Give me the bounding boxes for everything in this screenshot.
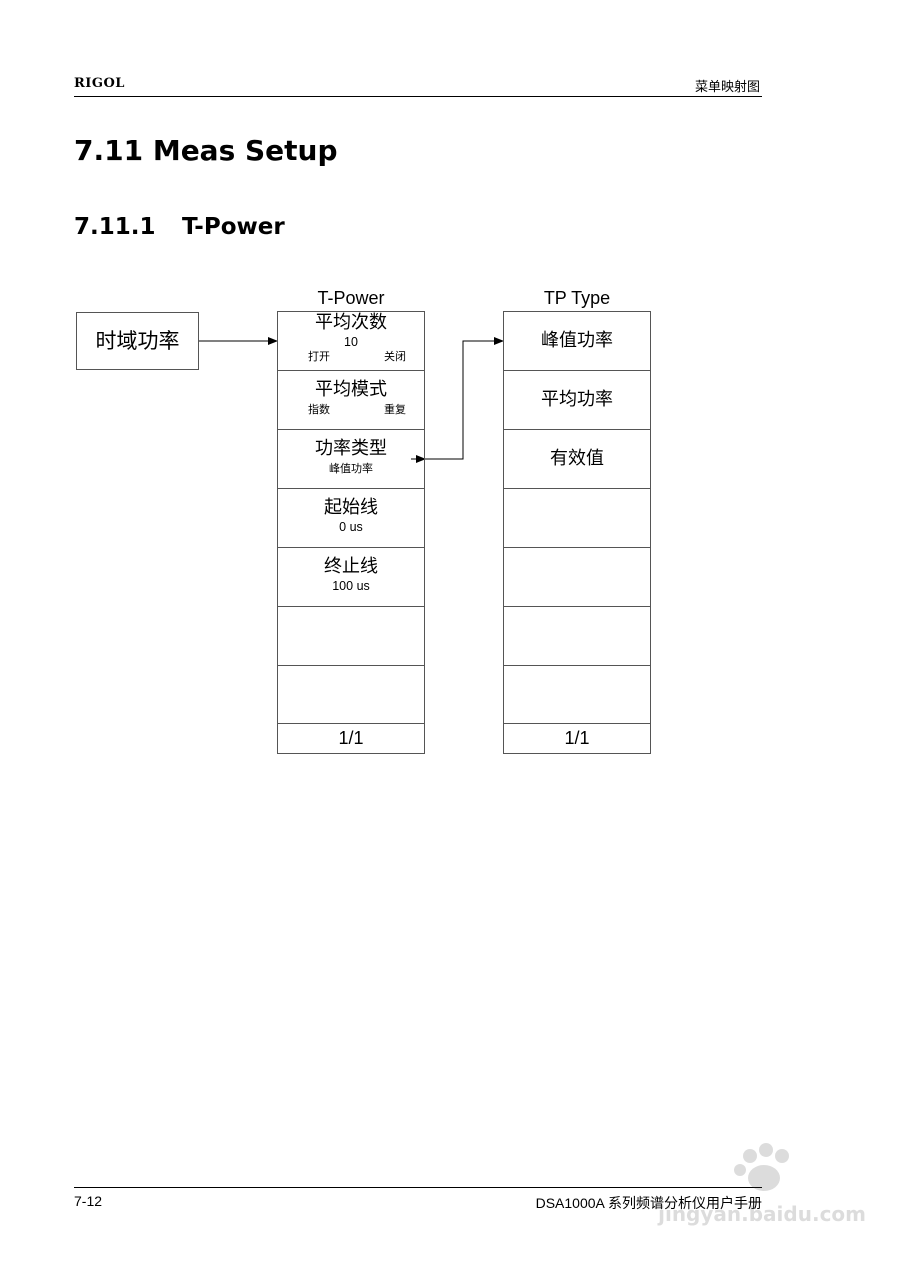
menu-item-empty bbox=[504, 548, 650, 607]
baidu-watermark: jingyan.baidu.com bbox=[640, 1142, 866, 1252]
entry-key-box: 时域功率 bbox=[76, 312, 199, 370]
connector-arrows bbox=[199, 337, 504, 463]
header-rule bbox=[74, 96, 762, 97]
tptype-page-indicator: 1/1 bbox=[564, 728, 590, 748]
menu-item-empty bbox=[504, 489, 650, 548]
footer-manual-title: DSA1000A 系列频谱分析仪用户手册 bbox=[535, 1195, 762, 1211]
menu-item-stop-line[interactable]: 终止线 100 us bbox=[278, 548, 424, 607]
menu-item-empty bbox=[504, 607, 650, 666]
menu-item-start-line[interactable]: 起始线 0 us bbox=[278, 489, 424, 548]
subsection-title: 7.11.1 T-Power bbox=[74, 214, 285, 240]
tpower-menu: 平均次数 10 打开关闭 平均模式 指数重复 功率类型 峰值功率 起始线 0 u… bbox=[277, 311, 425, 754]
type-arrow bbox=[425, 337, 504, 460]
menu-item-average-count[interactable]: 平均次数 10 打开关闭 bbox=[278, 312, 424, 371]
menu-item-power-type[interactable]: 功率类型 峰值功率 bbox=[278, 430, 424, 489]
tpower-page-indicator: 1/1 bbox=[338, 728, 364, 748]
menu-item-rms[interactable]: 有效值 bbox=[504, 430, 650, 489]
subsection-number: 7.11.1 bbox=[74, 214, 156, 240]
section-title: 7.11 Meas Setup bbox=[74, 134, 338, 167]
menu-item-empty bbox=[278, 666, 424, 724]
footer-rule bbox=[74, 1187, 762, 1188]
watermark-site: jingyan.baidu.com bbox=[658, 1202, 866, 1226]
tptype-menu: 峰值功率 平均功率 有效值 1/1 bbox=[503, 311, 651, 754]
header-section: 菜单映射图 bbox=[694, 80, 760, 95]
menu-item-empty bbox=[278, 607, 424, 666]
paw-logo-icon bbox=[734, 1143, 789, 1191]
menu-item-average-power[interactable]: 平均功率 bbox=[504, 371, 650, 430]
header-brand: RIGOL bbox=[74, 76, 125, 91]
footer-page-number: 7-12 bbox=[74, 1193, 103, 1209]
tpower-title: T-Power bbox=[317, 288, 385, 308]
subsection-text: T-Power bbox=[182, 214, 285, 240]
menu-item-peak-power[interactable]: 峰值功率 bbox=[504, 312, 650, 371]
menu-item-average-mode[interactable]: 平均模式 指数重复 bbox=[278, 371, 424, 430]
menu-item-empty bbox=[504, 666, 650, 724]
tptype-title: TP Type bbox=[543, 288, 611, 308]
